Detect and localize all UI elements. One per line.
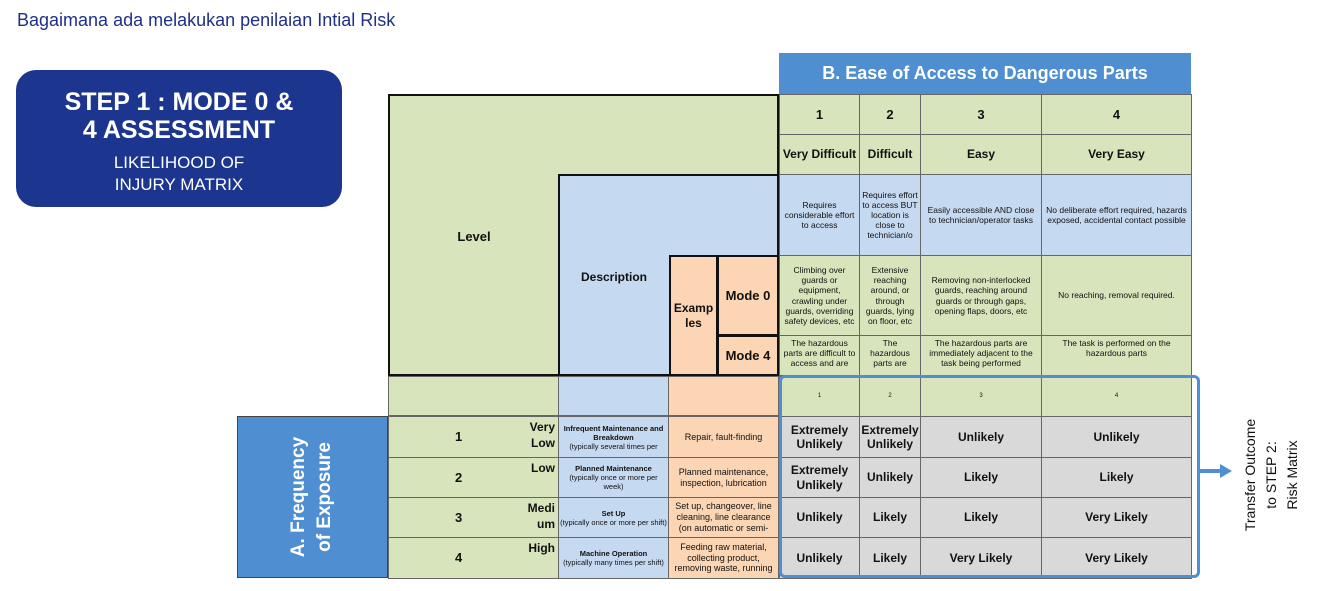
spacer-description bbox=[558, 376, 669, 416]
frequency-level-number: 3 bbox=[455, 509, 463, 525]
spacer-examples bbox=[668, 376, 779, 416]
frequency-level-cell: 4 High bbox=[388, 537, 559, 579]
frequency-description-subtitle: (typically several times per bbox=[569, 441, 658, 451]
frequency-description: Infrequent Maintenance and Breakdown(typ… bbox=[558, 416, 669, 458]
access-header: B. Ease of Access to Dangerous Parts bbox=[779, 53, 1191, 94]
frequency-level-number: 4 bbox=[455, 550, 463, 565]
access-level-name: Difficult bbox=[859, 134, 921, 175]
likelihood-result-cell: Unlikely bbox=[1041, 416, 1192, 458]
likelihood-result-cell: Unlikely bbox=[859, 457, 921, 498]
access-level-small-number: 1 bbox=[779, 376, 860, 417]
frequency-level-name: High bbox=[528, 541, 555, 555]
access-level-mode0: Climbing over guards or equipment, crawl… bbox=[779, 255, 860, 336]
spacer-level bbox=[388, 376, 559, 416]
access-level-number: 4 bbox=[1041, 94, 1192, 135]
likelihood-result-cell: Extremely Unlikely bbox=[779, 457, 860, 498]
frequency-description-subtitle: (typically many times per shift) bbox=[563, 558, 664, 567]
access-level-number: 3 bbox=[920, 94, 1042, 135]
likelihood-result-cell: Very Likely bbox=[1041, 497, 1192, 538]
likelihood-result-cell: Extremely Unlikely bbox=[859, 416, 921, 458]
transfer-outcome-label: Transfer Outcome to STEP 2: Risk Matrix bbox=[1242, 418, 1300, 532]
frequency-level-name: Low bbox=[531, 461, 555, 475]
access-level-description: No deliberate effort required, hazards e… bbox=[1041, 174, 1192, 256]
likelihood-result-cell: Unlikely bbox=[920, 416, 1042, 458]
access-level-name: Easy bbox=[920, 134, 1042, 175]
frequency-level-name: Medi um bbox=[527, 501, 555, 531]
frequency-header: A. Frequency of Exposure bbox=[237, 416, 388, 578]
page-title: Bagaimana ada melakukan penilaian Intial… bbox=[17, 10, 396, 30]
access-level-mode0: Extensive reaching around, or through gu… bbox=[859, 255, 921, 336]
mode4-label: Mode 4 bbox=[717, 335, 779, 376]
level-label: Level bbox=[457, 229, 491, 245]
access-level-mode4: The hazardous parts are bbox=[859, 335, 921, 376]
step-card: STEP 1 : MODE 0 & 4 ASSESSMENT LIKELIHOO… bbox=[16, 70, 342, 207]
access-level-mode4: The task is performed on the hazardous p… bbox=[1041, 335, 1192, 376]
examples-label: Examp les bbox=[669, 255, 718, 376]
transfer-arrow-line bbox=[1200, 469, 1222, 473]
frequency-example: Feeding raw material, collecting product… bbox=[668, 537, 779, 579]
frequency-label: A. Frequency of Exposure bbox=[288, 436, 336, 558]
access-level-name: Very Difficult bbox=[779, 134, 860, 175]
step-card-title: STEP 1 : MODE 0 & 4 ASSESSMENT bbox=[64, 88, 294, 144]
frequency-level-cell: 1 Very Low bbox=[388, 416, 559, 458]
access-level-mode0: Removing non-interlocked guards, reachin… bbox=[920, 255, 1042, 336]
frequency-example: Set up, changeover, line cleaning, line … bbox=[668, 497, 779, 538]
frequency-level-number: 1 bbox=[455, 429, 463, 444]
likelihood-result-cell: Extremely Unlikely bbox=[779, 416, 860, 458]
frequency-description: Set Up(typically once or more per shift) bbox=[558, 497, 669, 538]
step-card-subtitle: LIKELIHOOD OF INJURY MATRIX bbox=[113, 153, 245, 194]
access-level-number: 2 bbox=[859, 94, 921, 135]
access-level-number: 1 bbox=[779, 94, 860, 135]
access-level-description: Requires effort to access BUT location i… bbox=[859, 174, 921, 256]
frequency-description-title: Infrequent Maintenance and Breakdown bbox=[563, 423, 664, 442]
access-level-mode4: The hazardous parts are difficult to acc… bbox=[779, 335, 860, 376]
frequency-example: Repair, fault-finding bbox=[668, 416, 779, 458]
frequency-description: Planned Maintenance(typically once or mo… bbox=[558, 457, 669, 498]
mode0-label: Mode 0 bbox=[717, 255, 779, 336]
frequency-example: Planned maintenance, inspection, lubrica… bbox=[668, 457, 779, 498]
likelihood-result-cell: Likely bbox=[859, 537, 921, 579]
frequency-description-title: Set Up bbox=[601, 508, 626, 518]
frequency-description-title: Machine Operation bbox=[579, 549, 648, 558]
likelihood-result-cell: Unlikely bbox=[779, 537, 860, 579]
access-level-mode4: The hazardous parts are immediately adja… bbox=[920, 335, 1042, 376]
likelihood-result-cell: Unlikely bbox=[779, 497, 860, 538]
frequency-description-title: Planned Maintenance bbox=[575, 464, 652, 473]
access-level-mode0: No reaching, removal required. bbox=[1041, 255, 1192, 336]
frequency-description: Machine Operation(typically many times p… bbox=[558, 537, 669, 579]
arrow-right-icon bbox=[1220, 464, 1232, 478]
frequency-level-name: Very Low bbox=[529, 420, 555, 450]
frequency-level-cell: 3 Medi um bbox=[388, 497, 559, 538]
likelihood-result-cell: Very Likely bbox=[1041, 537, 1192, 579]
frequency-level-number: 2 bbox=[455, 469, 463, 485]
access-level-name: Very Easy bbox=[1041, 134, 1192, 175]
likelihood-result-cell: Likely bbox=[1041, 457, 1192, 498]
frequency-level-cell: 2 Low bbox=[388, 457, 559, 498]
frequency-description-subtitle: (typically once or more per week) bbox=[569, 473, 658, 491]
description-label: Description bbox=[580, 269, 647, 284]
access-level-description: Requires considerable effort to access bbox=[779, 174, 860, 256]
results-highlight-frame bbox=[779, 375, 1200, 578]
likelihood-result-cell: Likely bbox=[920, 497, 1042, 538]
access-level-description: Easily accessible AND close to technicia… bbox=[920, 174, 1042, 256]
likelihood-result-cell: Very Likely bbox=[920, 537, 1042, 579]
frequency-description-subtitle: (typically once or more per shift) bbox=[560, 517, 667, 527]
